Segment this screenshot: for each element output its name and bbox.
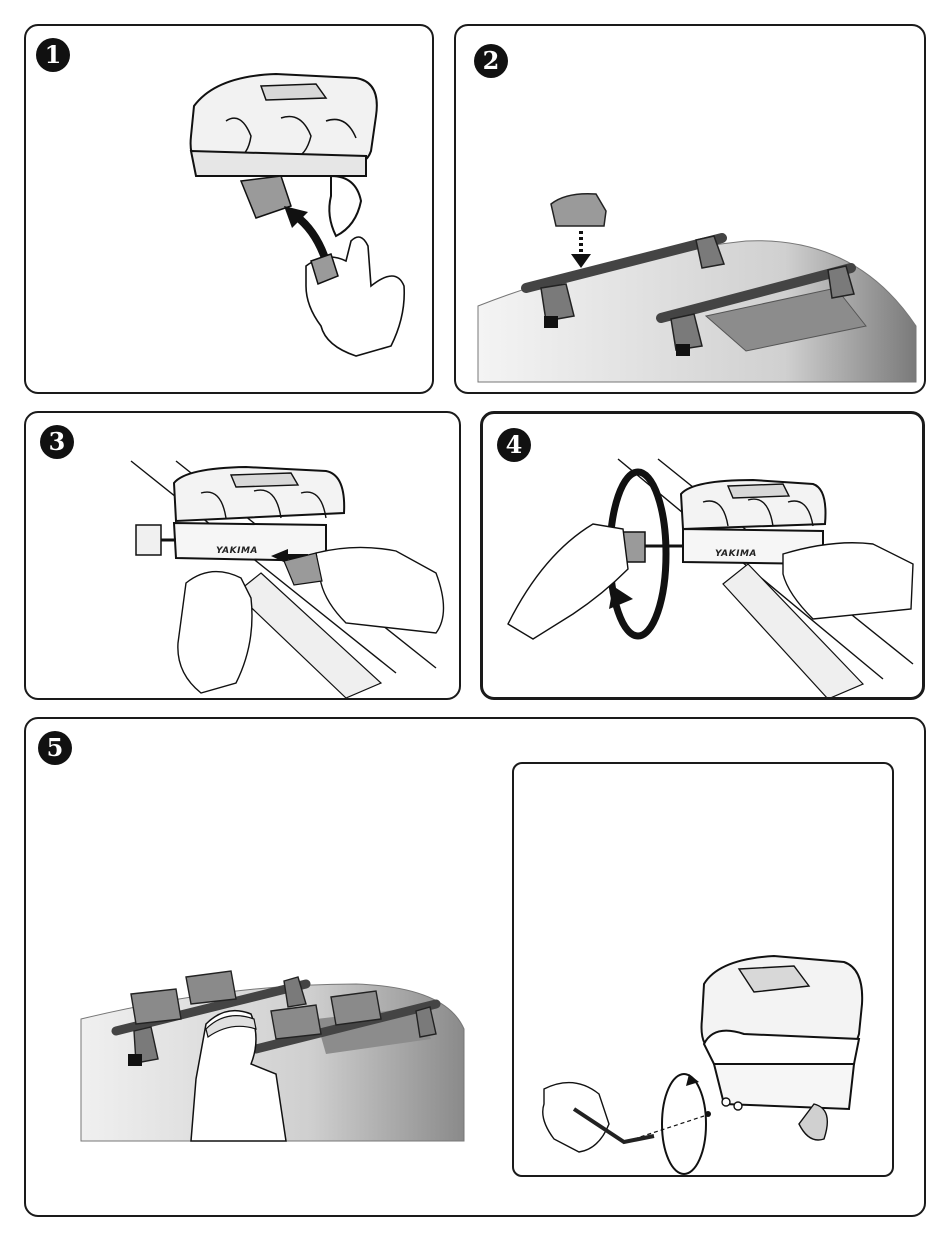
brand-label: YAKIMA [216, 546, 258, 556]
step-3-panel: 3 YAKIMA [24, 411, 461, 700]
insert-arrow-icon [296, 216, 326, 261]
step-3-illustration: YAKIMA [26, 413, 461, 700]
detail-inset [512, 762, 894, 1177]
step-5-main-illustration [26, 719, 496, 1217]
step-2-illustration [456, 26, 926, 394]
down-arrow-icon [571, 254, 591, 268]
step-1-illustration [26, 26, 434, 394]
detail-illustration [514, 764, 894, 1177]
step-4-panel: 4 YAKIMA [480, 411, 925, 700]
step-5-panel: 5 [24, 717, 926, 1217]
step-2-panel: 2 [454, 24, 926, 394]
brand-label-step4: YAKIMA [715, 549, 757, 559]
step-1-panel: 1 [24, 24, 434, 394]
step-4-illustration: YAKIMA [483, 414, 925, 700]
rotate-arrow-icon-detail [662, 1074, 706, 1174]
